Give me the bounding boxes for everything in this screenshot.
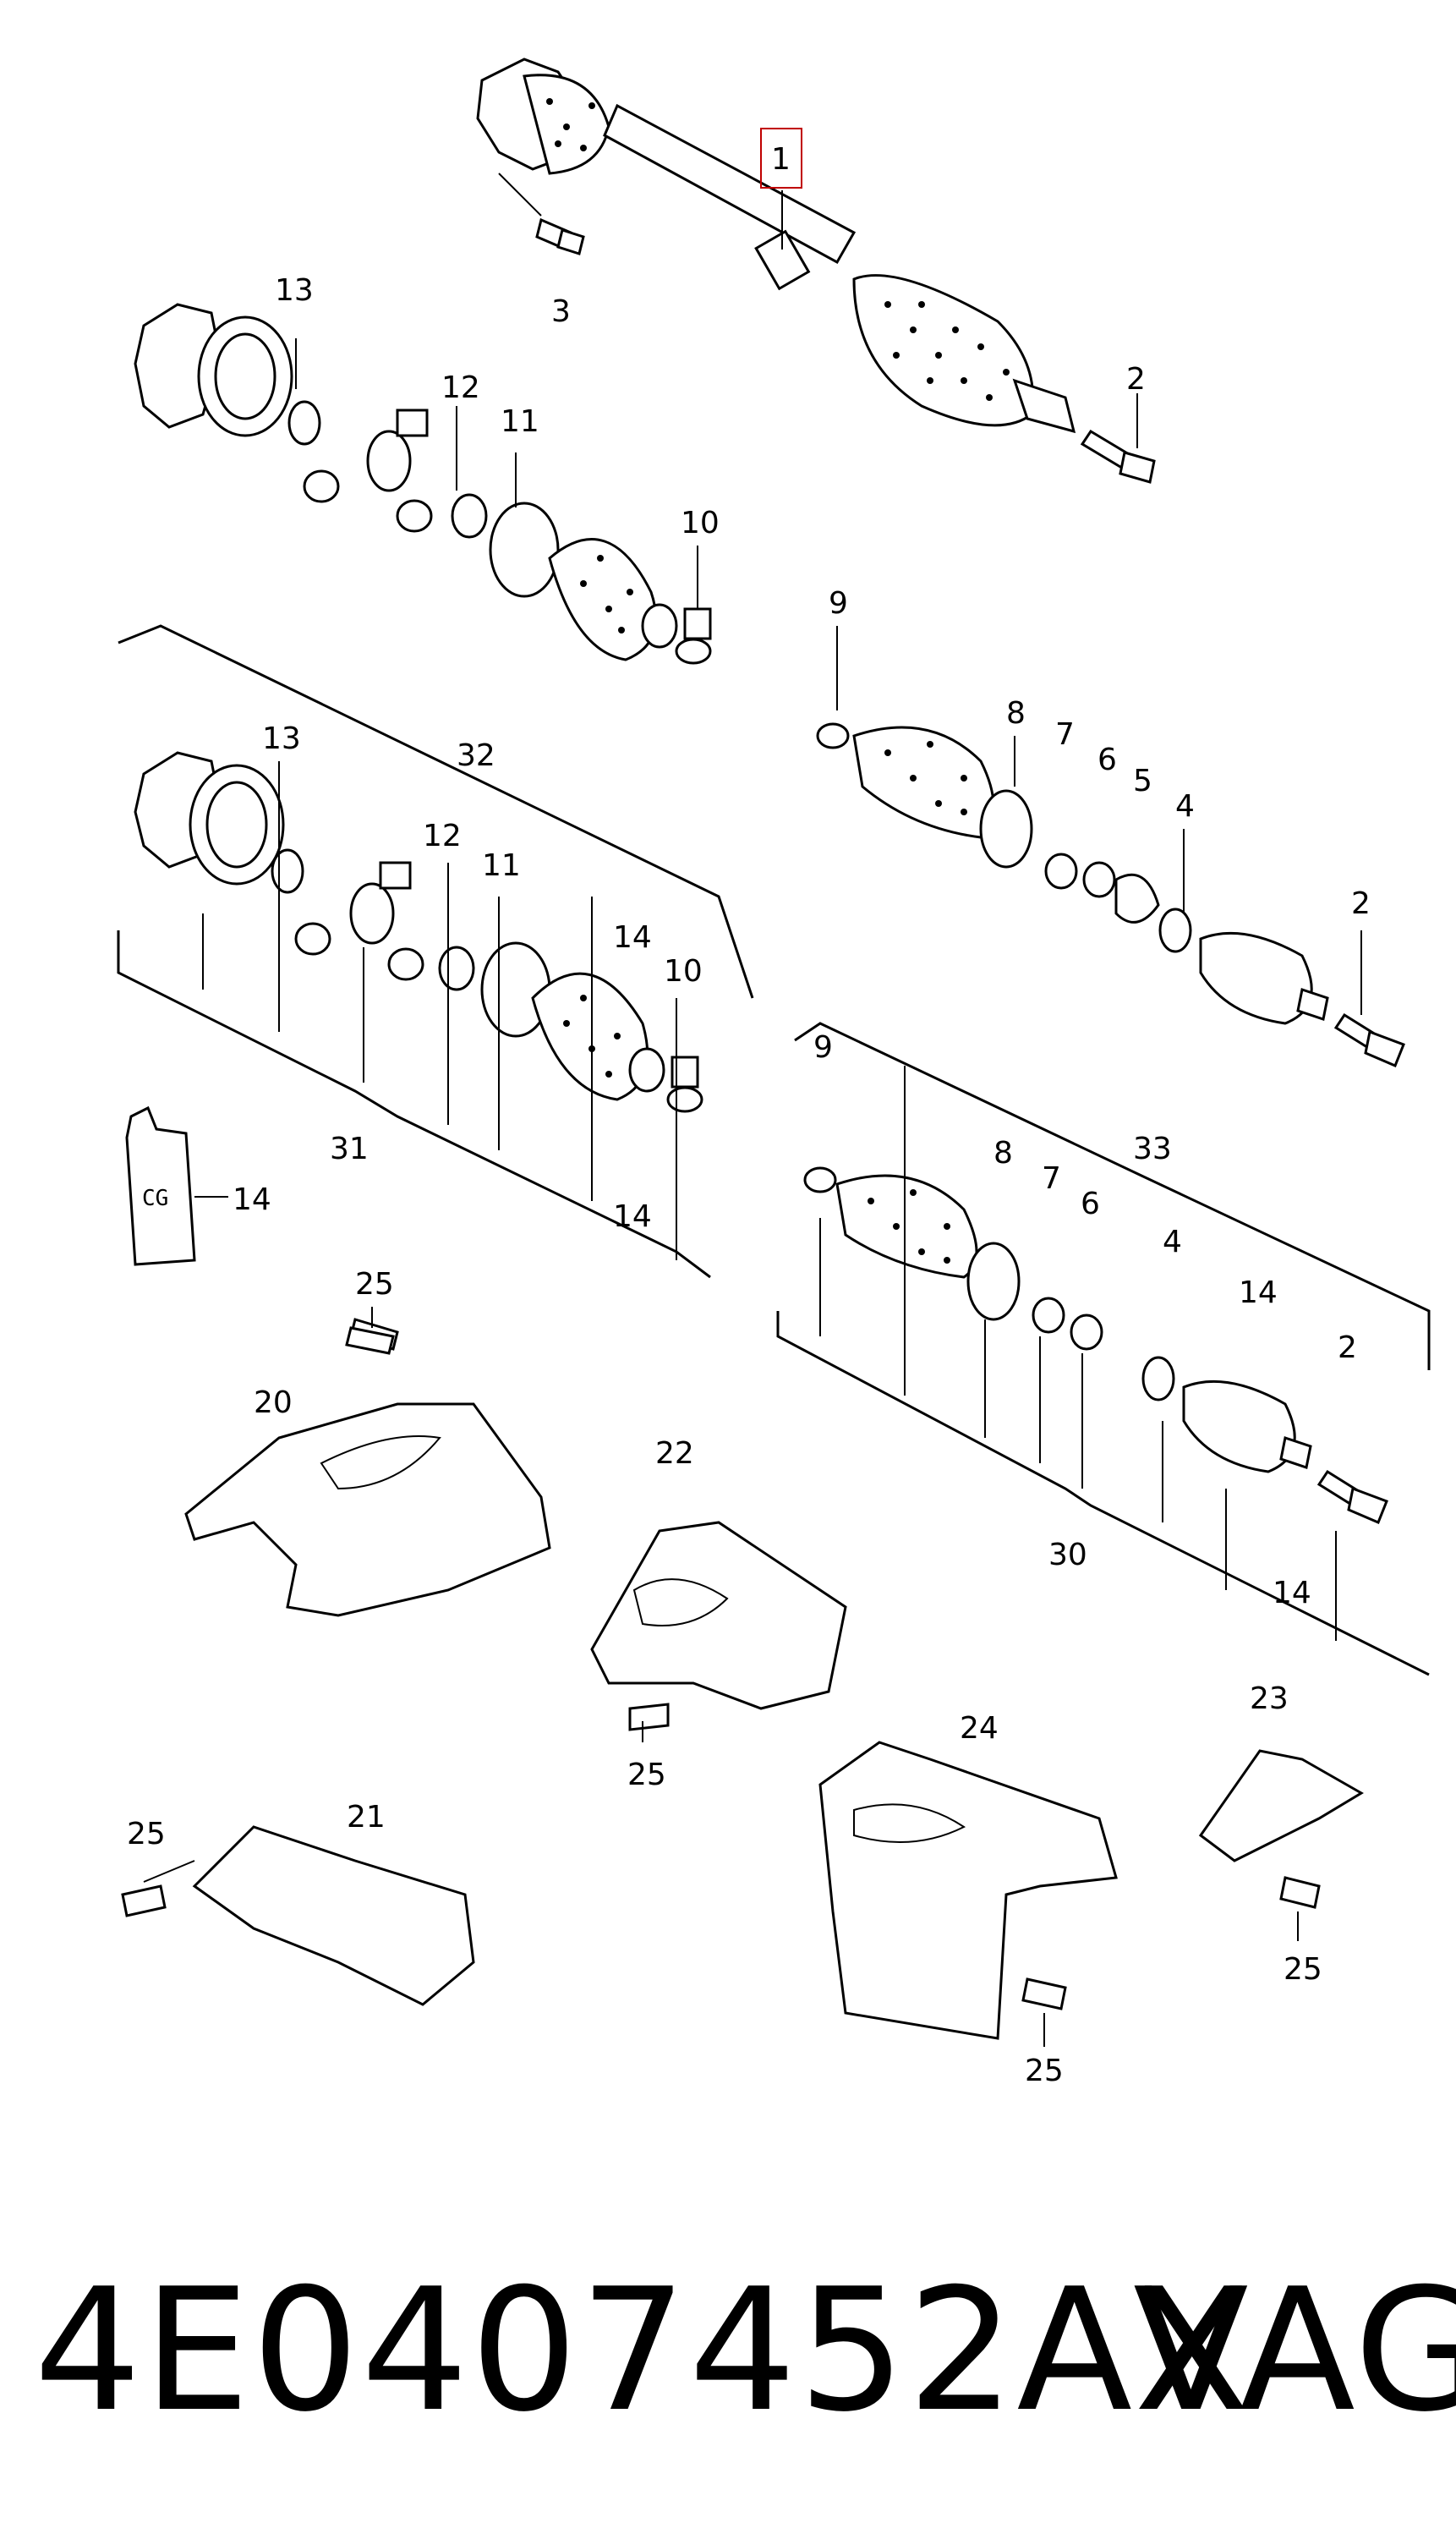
- group-32-bracket: [117, 624, 754, 1279]
- group-33-bracket: [776, 1022, 1431, 1676]
- highlight-box-1: [760, 128, 802, 189]
- callout-7a: 7: [1055, 717, 1075, 752]
- part-number-footer: 4E0407452AX VAG: [34, 2224, 1456, 2478]
- callout-14c: 14: [613, 1199, 652, 1234]
- callout-25a: 25: [355, 1267, 394, 1302]
- heat-shields: [121, 1307, 1364, 2047]
- callout-9a: 9: [829, 586, 848, 621]
- callout-5: 5: [1133, 764, 1152, 798]
- callout-24: 24: [960, 1711, 999, 1746]
- callout-21: 21: [347, 1800, 386, 1835]
- callout-10b: 10: [664, 954, 703, 989]
- callout-11a: 11: [501, 404, 539, 439]
- callout-25b: 25: [627, 1758, 666, 1792]
- callout-6b: 6: [1081, 1187, 1100, 1221]
- callout-33: 33: [1133, 1132, 1172, 1166]
- callout-10a: 10: [681, 506, 720, 540]
- callout-4b: 4: [1163, 1225, 1182, 1259]
- grease-tube: CG: [125, 1105, 228, 1266]
- callout-30: 30: [1048, 1538, 1087, 1572]
- drive-shaft-assembly: [476, 58, 1156, 484]
- callout-23: 23: [1250, 1681, 1289, 1716]
- callout-labels: 1 2 3 13 12 11 10 9 8 7 6 5 4 2 32 13 12…: [127, 128, 1371, 2088]
- callout-12b: 12: [423, 819, 462, 853]
- callout-2b: 2: [1351, 886, 1371, 921]
- callout-8a: 8: [1006, 696, 1026, 731]
- callout-4a: 4: [1175, 789, 1195, 824]
- callout-20: 20: [254, 1385, 293, 1420]
- inner-joint-set: [134, 303, 712, 665]
- callout-9b: 9: [813, 1030, 833, 1065]
- tube-label: CG: [142, 1186, 168, 1211]
- callout-32: 32: [457, 738, 495, 773]
- callout-12a: 12: [441, 370, 480, 405]
- callout-31: 31: [330, 1132, 369, 1166]
- callout-25d: 25: [1025, 2054, 1064, 2088]
- callout-2a: 2: [1126, 362, 1146, 397]
- callout-3: 3: [551, 294, 571, 329]
- part-number: 4E0407452AX: [34, 2252, 1252, 2449]
- callout-2c: 2: [1338, 1330, 1357, 1365]
- callout-7b: 7: [1042, 1161, 1061, 1196]
- callout-14b: 14: [233, 1182, 271, 1217]
- callout-13b: 13: [262, 721, 301, 756]
- callout-14d: 14: [1239, 1275, 1278, 1310]
- callout-25e: 25: [1284, 1952, 1322, 1987]
- callout-1: 1: [771, 142, 791, 177]
- outer-joint-set: [816, 626, 1405, 1067]
- callout-11b: 11: [482, 848, 521, 883]
- callout-6a: 6: [1097, 743, 1117, 777]
- callout-8b: 8: [993, 1136, 1013, 1171]
- brand-name: VAG: [1133, 2252, 1456, 2449]
- callout-14e: 14: [1273, 1576, 1311, 1610]
- callout-25c: 25: [127, 1817, 166, 1851]
- callout-14a: 14: [613, 920, 652, 955]
- callout-13a: 13: [275, 273, 314, 308]
- callout-22: 22: [655, 1436, 694, 1471]
